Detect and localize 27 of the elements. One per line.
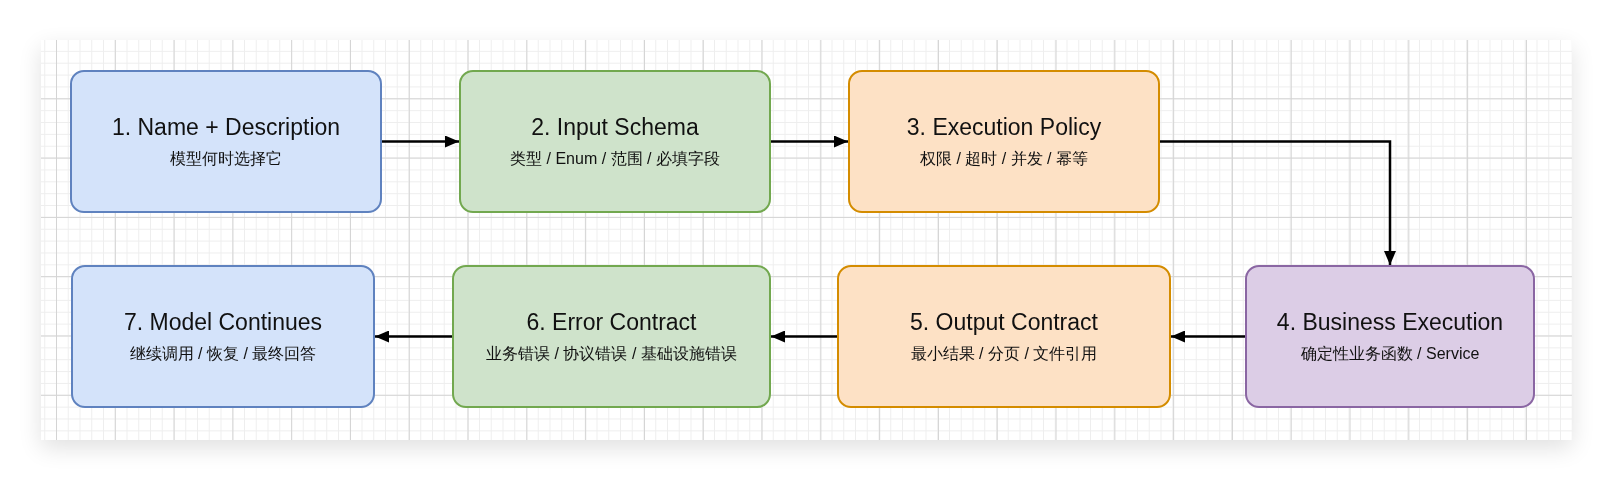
- process-box: [1245, 265, 1535, 408]
- arrow: [1171, 330, 1245, 343]
- node-subtitle: 类型 / Enum / 范围 / 必填字段: [510, 148, 720, 169]
- node-subtitle: 继续调用 / 恢复 / 最终回答: [129, 343, 317, 364]
- node-subtitle: 最小结果 / 分页 / 文件引用: [910, 343, 1098, 364]
- process-box: [452, 265, 771, 408]
- node-title: 2. Input Schema: [531, 114, 699, 142]
- arrow: [382, 135, 459, 148]
- process-box: [848, 70, 1160, 213]
- arrow: [771, 135, 848, 148]
- process-box: [459, 70, 771, 213]
- node-subtitle: 业务错误 / 协议错误 / 基础设施错误: [486, 343, 737, 364]
- node-subtitle: 权限 / 超时 / 并发 / 幂等: [920, 148, 1088, 169]
- node-title: 3. Execution Policy: [906, 114, 1102, 142]
- node-title: 1. Name + Description: [111, 114, 341, 142]
- process-box: [837, 265, 1171, 408]
- node-title: 7. Model Continues: [123, 309, 323, 337]
- node-subtitle: 确定性业务函数 / Service: [1300, 343, 1480, 364]
- node-title: 6. Error Contract: [526, 309, 697, 337]
- node-title: 4. Business Execution: [1276, 309, 1504, 337]
- arrow: [375, 330, 452, 343]
- arrow: [1160, 140, 1396, 265]
- node-subtitle: 模型何时选择它: [170, 148, 282, 169]
- process-box: [71, 265, 375, 408]
- process-box: [70, 70, 382, 213]
- arrow: [771, 330, 837, 343]
- node-title: 5. Output Contract: [910, 309, 1098, 337]
